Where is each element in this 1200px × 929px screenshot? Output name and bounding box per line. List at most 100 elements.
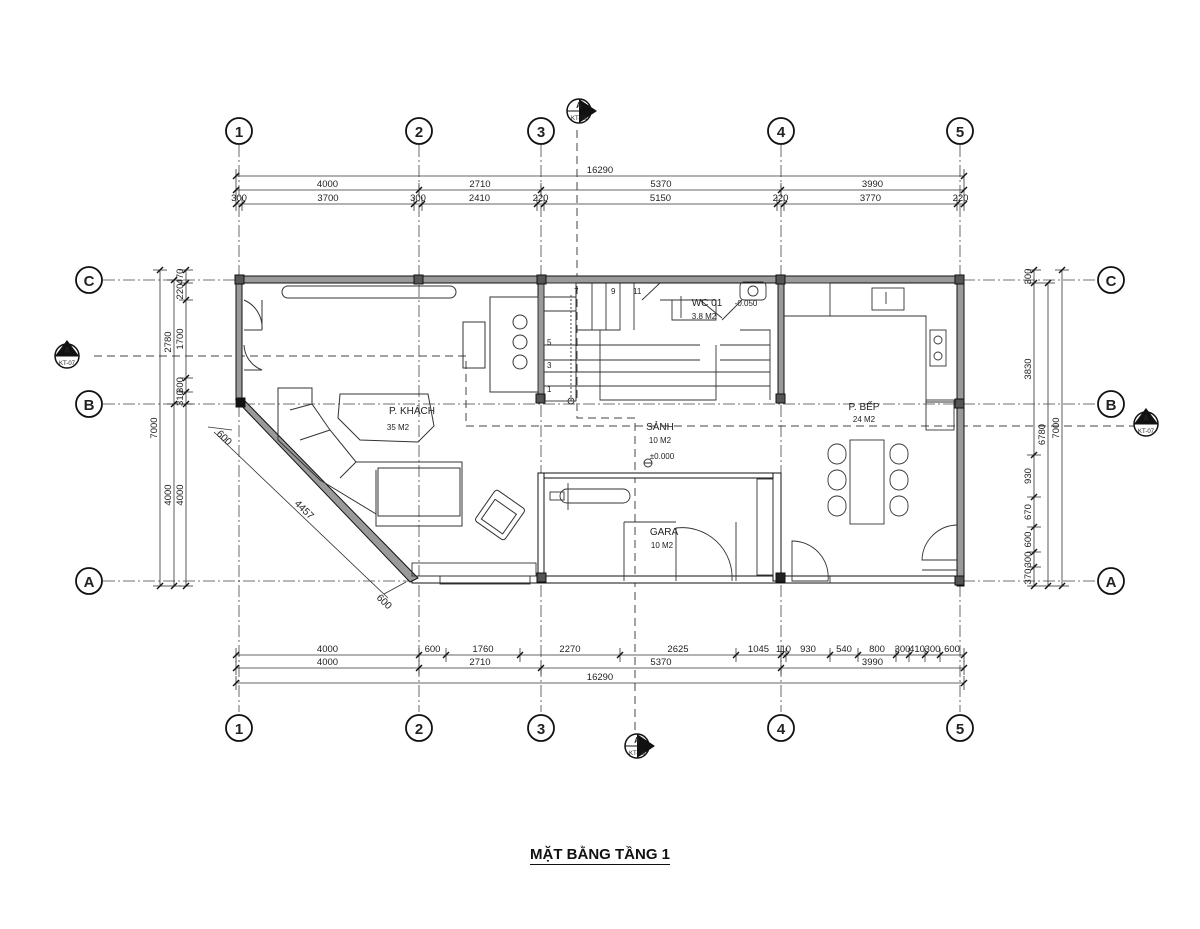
dim-bottom-row1-tick [616, 651, 624, 659]
dim-top-row2-value: 3770 [860, 193, 881, 204]
dim-diagonal-ext [383, 581, 407, 595]
dim-right-mid-tick [1044, 279, 1052, 287]
dim-bottom-row1-tick [442, 651, 450, 659]
dim-right-inner-value: 930 [1023, 468, 1034, 484]
dim-right-mid-tick [1044, 582, 1052, 590]
dim-bottom-row2-value: 4000 [317, 657, 338, 668]
dim-left-mid-tick [170, 276, 178, 284]
stair-step: 11 [633, 287, 642, 296]
stair-step: 9 [611, 287, 616, 296]
grid-col-label: 1 [235, 721, 243, 738]
dim-top-row1-value: 2710 [469, 179, 490, 190]
dim-bottom-row1-tick [782, 651, 790, 659]
dim-bottom-row1-tick [892, 651, 900, 659]
dim-bottom-row2-tick [415, 664, 423, 672]
dim-right-inner-tick [1030, 548, 1038, 556]
dim-bottom-row1-tick [905, 651, 913, 659]
dim-bottom-row1-value: 1045 [748, 644, 769, 655]
grid-row-label: A [84, 574, 95, 591]
dim-bottom-row1-tick [777, 651, 785, 659]
dim-top-row2-value: 5150 [650, 193, 671, 204]
stair-step: 1 [547, 385, 552, 394]
dim-diagonal-top: 600 [214, 428, 234, 448]
grid-col-label: 4 [777, 124, 786, 141]
dim-top-row2-value: 220 [533, 193, 549, 204]
dim-right-mid-value: 6780 [1037, 424, 1048, 445]
dim-left-outer-value: 7000 [149, 417, 160, 438]
section-sheet: KT-06 [571, 116, 588, 122]
kitchen-fixtures [784, 282, 958, 583]
dim-bottom-row1-value: 600 [425, 644, 441, 655]
dim-bottom-row1-value: 4000 [317, 644, 338, 655]
dim-right-inner-tick [1030, 493, 1038, 501]
grid-labels: 1 2 3 4 5 1 2 3 4 5 C B A C B A [84, 124, 1117, 738]
garage-fixtures [411, 478, 829, 585]
dim-left-inner-tick [182, 388, 190, 396]
room-name-gara: GARA [650, 527, 679, 538]
dim-top-row1-tick [777, 186, 785, 194]
dim-right-inner-value: 370 [1023, 569, 1034, 585]
dim-left-inner-tick [182, 582, 190, 590]
dim-top-total-tick [232, 172, 240, 180]
dim-right-inner-tick [1030, 266, 1038, 274]
dim-diagonal-ext [207, 426, 233, 431]
living-room-furniture [243, 285, 539, 541]
dim-top-row1-value: 3990 [862, 179, 883, 190]
dim-bottom-row1-value: 110 [776, 644, 791, 655]
dim-left-mid-value: 4000 [163, 484, 174, 505]
dim-left-inner-value: 300 [175, 377, 186, 393]
dim-top-row2-value: 300 [231, 193, 247, 204]
dim-top-row2-value: 220 [953, 193, 969, 204]
grid-row-label: A [1106, 574, 1117, 591]
grid-col-label: 1 [235, 124, 243, 141]
section-sheet: KT-07 [59, 361, 76, 367]
dim-top-row2-tick [540, 200, 548, 208]
dim-top-row2-value: 300 [410, 193, 426, 204]
dim-top-row1-tick [537, 186, 545, 194]
dim-top-row1-tick [415, 186, 423, 194]
dim-bottom-row1-tick [516, 651, 524, 659]
dim-left-inner-tick [182, 266, 190, 274]
grid-row-label: C [1106, 273, 1117, 290]
dim-right-outer-value: 7000 [1051, 417, 1062, 438]
grid-col-label: 3 [537, 721, 545, 738]
dim-top-total-value: 16290 [587, 165, 613, 176]
stair-step-numbers: 1 3 5 7 9 11 [547, 287, 642, 394]
dim-diagonal-bottom: 600 [374, 592, 394, 612]
dim-top-row2-tick [533, 200, 541, 208]
dim-right-outer-tick [1058, 582, 1066, 590]
dim-left-outer-tick [156, 266, 164, 274]
dim-bottom-row1-tick [854, 651, 862, 659]
dim-bottom-row1-value: 300 [895, 644, 911, 655]
section-letter: A [576, 101, 582, 110]
motorbike-icon [549, 483, 631, 510]
dim-top-total-tick [960, 172, 968, 180]
grid-row-label: C [84, 273, 95, 290]
dim-left-inner-tick [182, 296, 190, 304]
dim-left-mid-tick [170, 400, 178, 408]
walls [234, 274, 965, 587]
dim-bottom-row2-tick [777, 664, 785, 672]
stair-step: 3 [547, 361, 552, 370]
section-letter: A [1143, 414, 1149, 423]
grid-bubbles [75, 117, 1125, 742]
stair-step: 5 [547, 338, 552, 347]
drawing-title: MẶT BẰNG TẦNG 1 [530, 846, 670, 865]
dim-bottom-row1-value: 930 [800, 644, 816, 655]
dim-bottom-row1-value: 2270 [559, 644, 580, 655]
dim-bottom-row2-value: 3990 [862, 657, 883, 668]
dim-left-inner-tick [182, 374, 190, 382]
dim-bottom-row2-tick [537, 664, 545, 672]
dim-bottom-total-tick [960, 679, 968, 687]
section-marker-bottom: A KT-06 [624, 733, 655, 759]
dim-bottom-row1-tick [732, 651, 740, 659]
level-marker-icon [643, 458, 653, 468]
section-marker-right: A KT-07 [1133, 408, 1159, 437]
room-area-bep: 24 M2 [853, 415, 876, 424]
dim-top-row1-value: 4000 [317, 179, 338, 190]
dim-top-row2-value: 220 [773, 193, 789, 204]
grid-col-label: 4 [777, 721, 786, 738]
dim-bottom-row2-value: 5370 [650, 657, 671, 668]
room-name-wc: WC 01 [692, 298, 723, 309]
